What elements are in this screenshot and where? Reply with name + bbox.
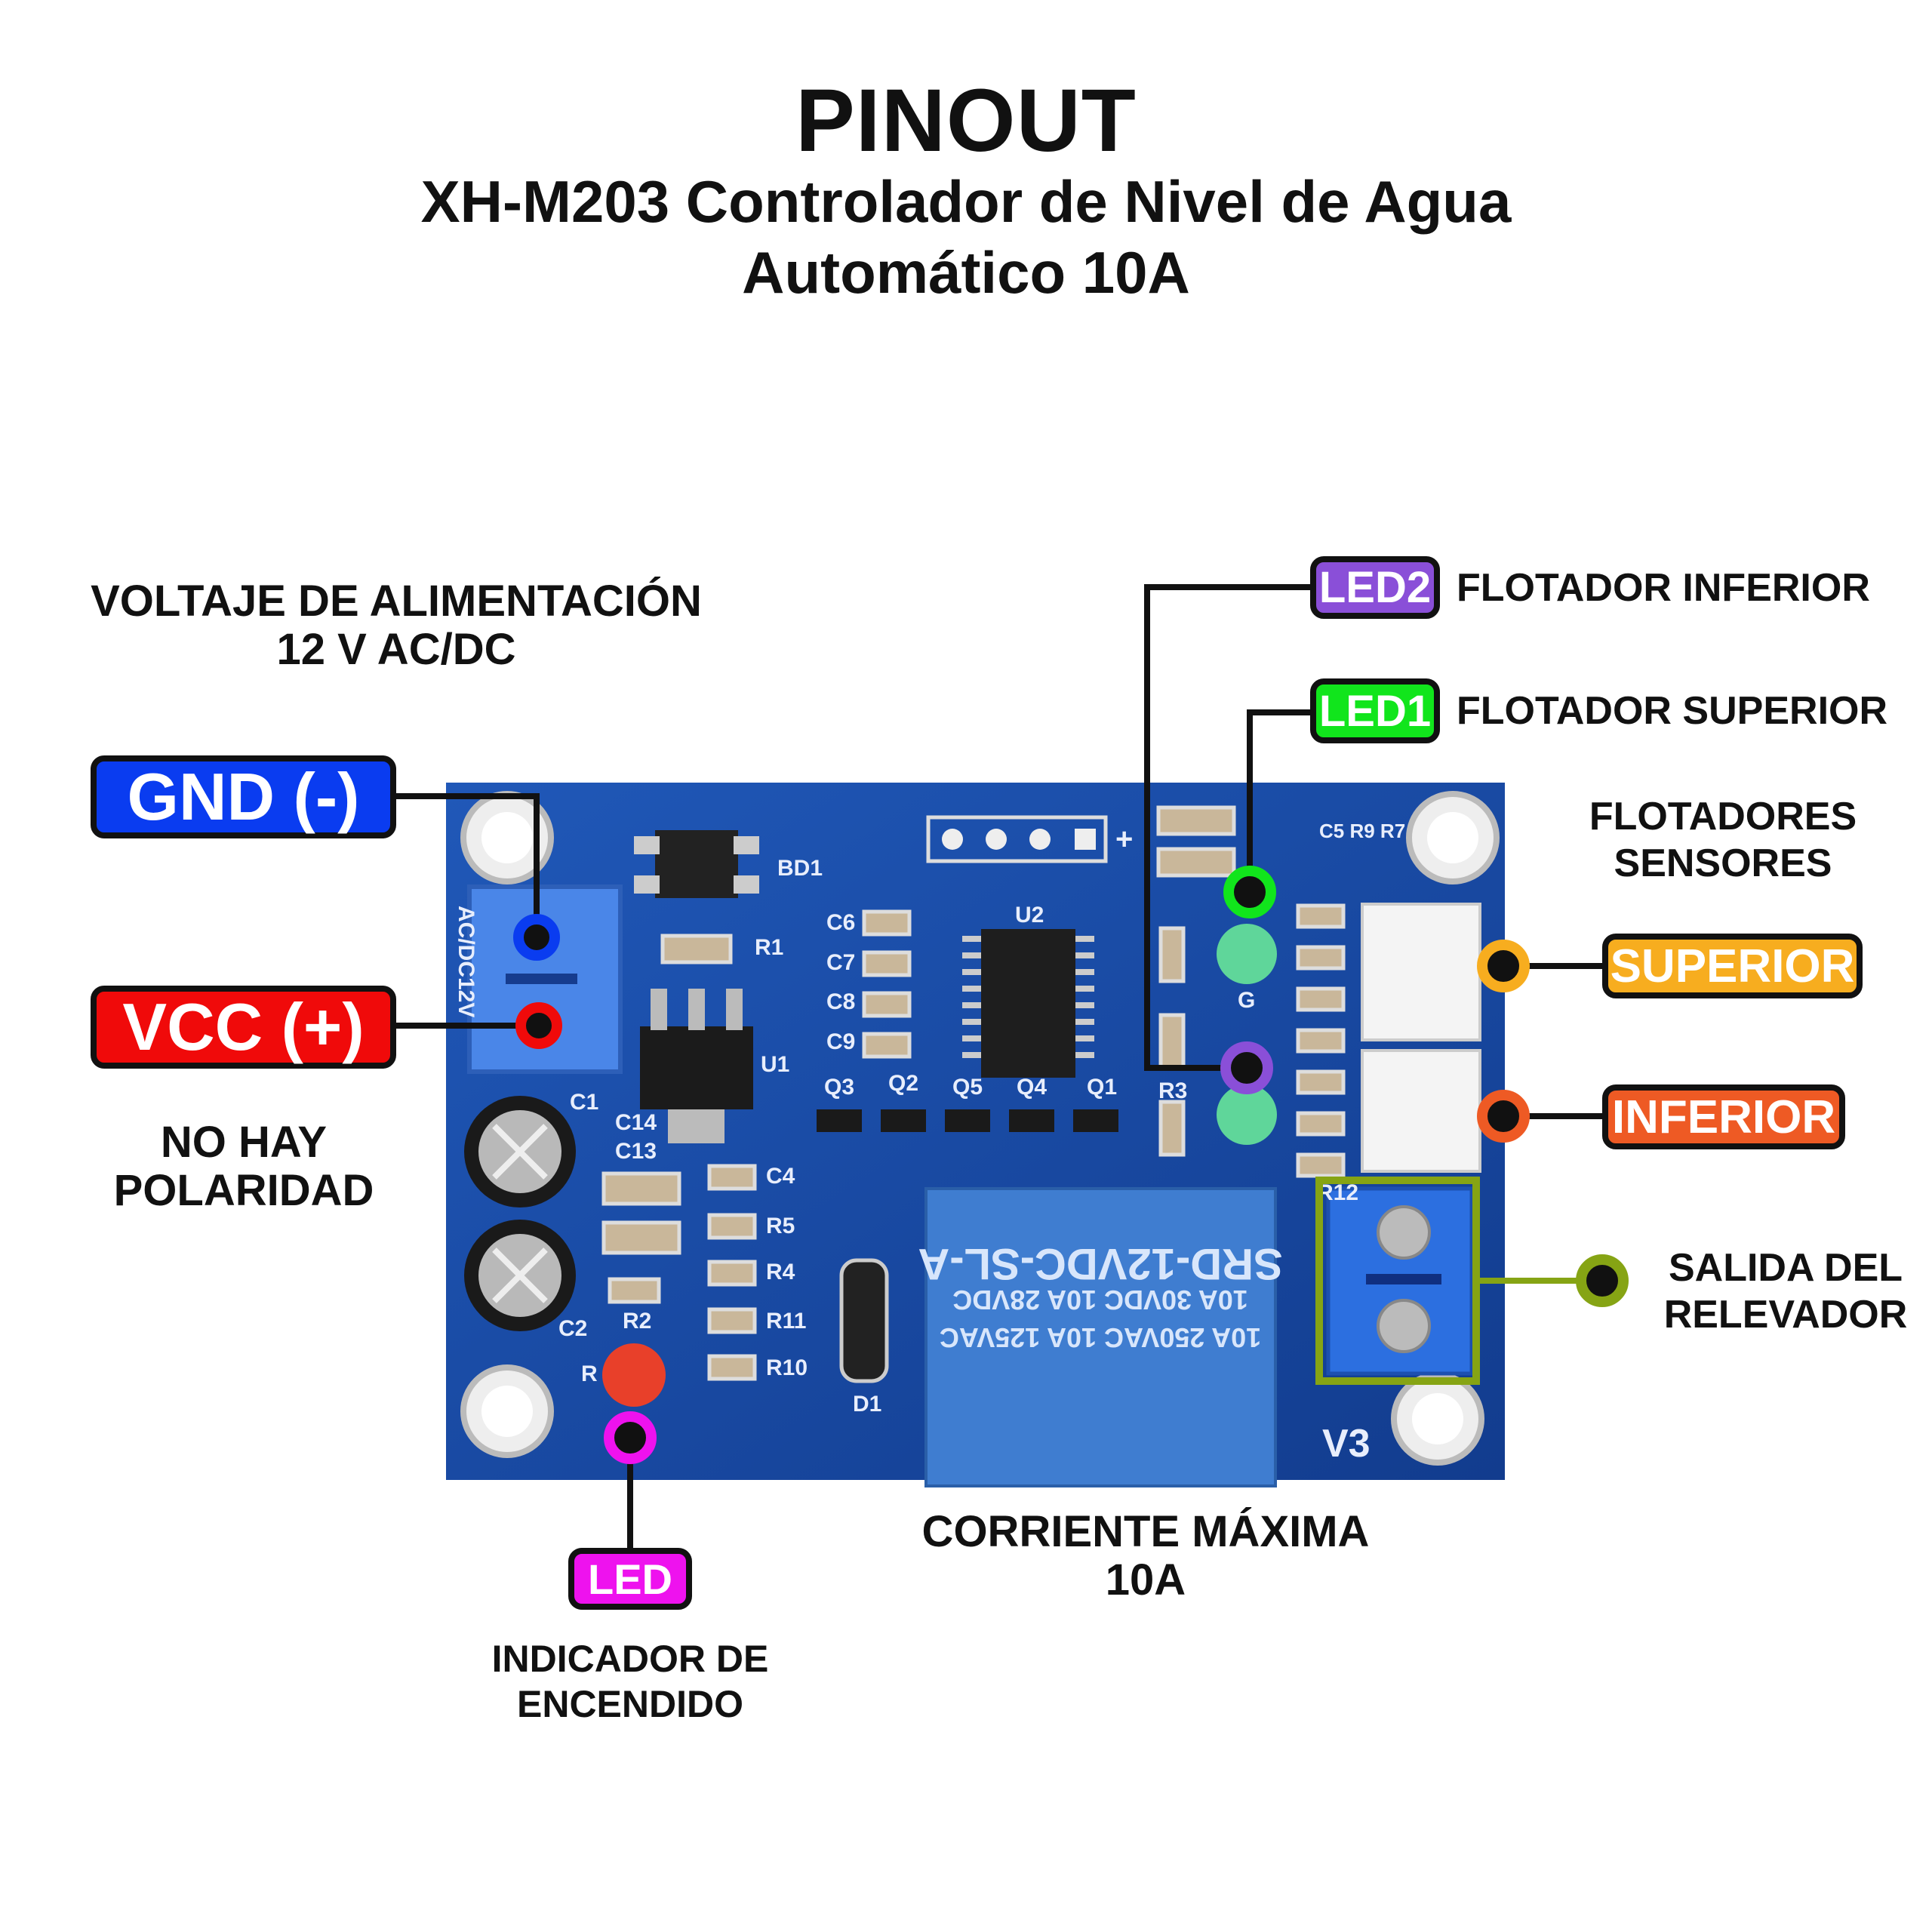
page-title: PINOUT (795, 71, 1137, 171)
relay-rating-2: 10A 250VAC 10A 125VAC (940, 1322, 1261, 1353)
capacitors (464, 1096, 576, 1331)
gnd-pin-dot (513, 914, 560, 961)
supply-voltage-heading-2: 12 V AC/DC (276, 625, 516, 674)
relay (924, 1187, 1277, 1487)
silk-r2: R2 (623, 1309, 651, 1334)
sensor-connector-superior (1361, 903, 1481, 1041)
power-led-dot (604, 1411, 657, 1464)
silk-c9: C9 (826, 1029, 855, 1054)
silk-d1: D1 (853, 1392, 881, 1417)
no-polarity-2: POLARIDAD (113, 1166, 374, 1215)
silk-c5r9r7: C5 R9 R7 (1319, 820, 1405, 842)
led1-description: FLOTADOR SUPERIOR (1457, 689, 1888, 733)
superior-tag: SUPERIOR (1602, 934, 1863, 998)
relay-rating-1: 10A 30VDC 10A 28VDC (952, 1284, 1248, 1315)
led2-green (1217, 1084, 1277, 1145)
led1-dot (1223, 866, 1276, 918)
u2-pins (962, 936, 1094, 1058)
relay-output-highlight (1315, 1177, 1480, 1385)
led1-tag: LED1 (1310, 678, 1440, 743)
silk-c13: C13 (615, 1139, 657, 1164)
subtitle-line2: Automático 10A (742, 239, 1190, 306)
no-polarity-1: NO HAY (160, 1118, 328, 1167)
relay-output-2: RELEVADOR (1663, 1293, 1908, 1337)
led1-leader (1247, 709, 1310, 892)
sensor-connector-inferior (1361, 1049, 1481, 1173)
silk-v3: V3 (1322, 1422, 1371, 1466)
power-led-tag: LED (568, 1548, 692, 1610)
inferior-tag: INFERIOR (1602, 1084, 1845, 1149)
silk-c4: C4 (766, 1164, 795, 1189)
subtitle-line1: XH-M203 Controlador de Nivel de Agua (420, 168, 1512, 235)
gnd-leader (396, 793, 540, 937)
supply-voltage-heading-1: VOLTAJE DE ALIMENTACIÓN (91, 577, 702, 626)
silk-c14: C14 (615, 1110, 657, 1135)
sensors-heading-2: SENSORES (1614, 841, 1832, 885)
led2-tag: LED2 (1310, 556, 1440, 619)
silk-r4: R4 (766, 1260, 795, 1284)
silk-q5: Q5 (952, 1075, 983, 1100)
silk-q3: Q3 (824, 1075, 854, 1100)
led2-leader (1144, 584, 1310, 1071)
silk-r1: R1 (755, 935, 783, 960)
led2-dot (1220, 1041, 1273, 1094)
inferior-dot (1477, 1090, 1530, 1143)
u2-chip (981, 929, 1075, 1078)
silk-u2: U2 (1015, 903, 1044, 928)
silk-input: AC/DC12V (454, 906, 478, 1017)
silk-c6: C6 (826, 910, 855, 935)
sensors-heading-1: FLOTADORES (1589, 795, 1857, 838)
silk-c7: C7 (826, 950, 855, 975)
silk-c8: C8 (826, 989, 855, 1014)
silk-bd1: BD1 (777, 856, 823, 881)
power-indicator-1: INDICADOR DE (491, 1638, 769, 1680)
led1-green (1217, 924, 1277, 984)
relay-output-dot (1576, 1254, 1629, 1307)
silk-plus: + (1115, 823, 1133, 856)
silk-r3: R3 (1158, 1078, 1187, 1103)
relay-model: SRD-12VDC-SL-A (918, 1239, 1282, 1288)
power-indicator-2: ENCENDIDO (516, 1683, 744, 1725)
silk-r: R (581, 1361, 598, 1386)
silk-u1: U1 (761, 1052, 789, 1077)
silk-r12: R12 (1317, 1180, 1358, 1205)
vcc-pin-dot (515, 1002, 562, 1049)
silk-c2: C2 (558, 1316, 587, 1341)
gnd-tag: GND (-) (91, 755, 396, 838)
silk-q4: Q4 (1017, 1075, 1047, 1100)
power-led (602, 1343, 666, 1407)
max-current-1: CORRIENTE MÁXIMA (921, 1507, 1370, 1556)
superior-dot (1477, 940, 1530, 992)
vcc-tag: VCC (+) (91, 986, 396, 1069)
silk-g: G (1238, 988, 1255, 1013)
silk-r11: R11 (766, 1309, 806, 1334)
led2-description: FLOTADOR INFERIOR (1457, 566, 1870, 610)
max-current-2: 10A (1105, 1555, 1186, 1604)
silk-q2: Q2 (888, 1071, 918, 1096)
silk-r5: R5 (766, 1214, 795, 1238)
silk-r10: R10 (766, 1355, 808, 1380)
relay-output-1: SALIDA DEL (1668, 1246, 1903, 1290)
silk-q1: Q1 (1087, 1075, 1117, 1100)
silk-c1: C1 (570, 1090, 598, 1115)
